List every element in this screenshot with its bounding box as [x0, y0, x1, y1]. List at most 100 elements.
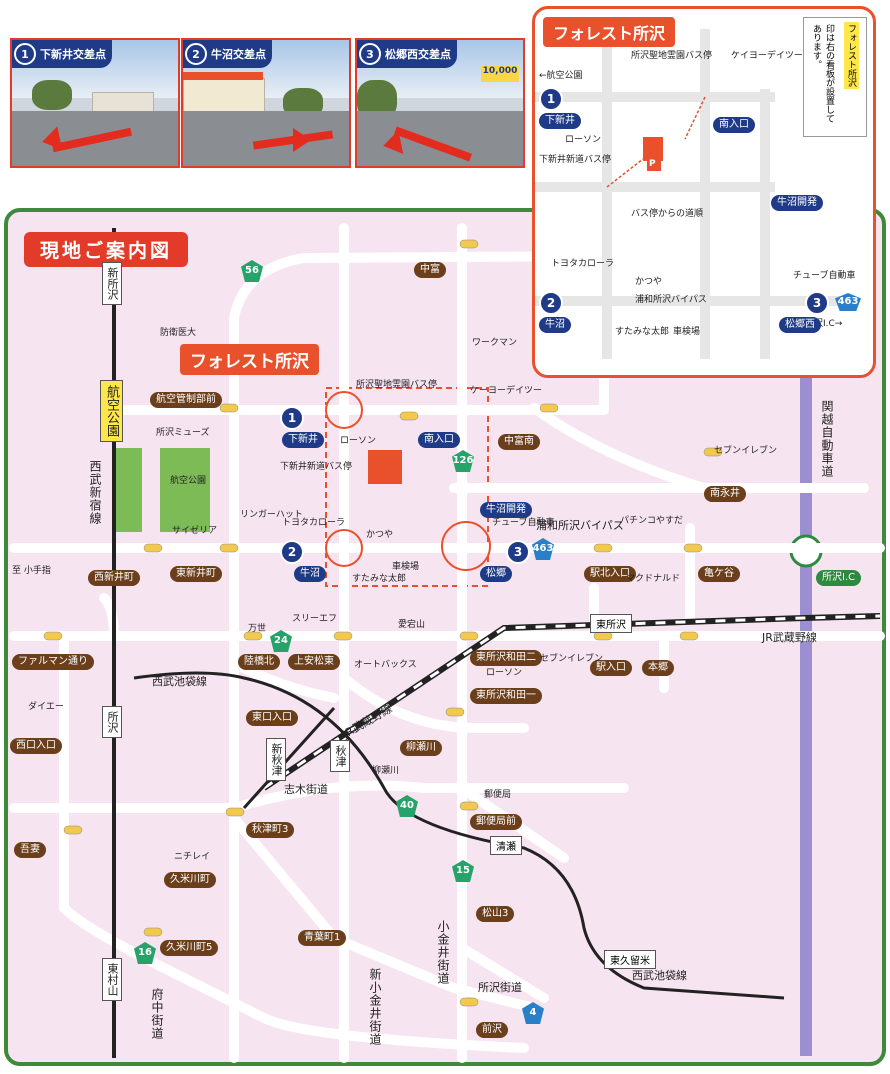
station-higashitokorozawa: 東所沢 [590, 614, 632, 633]
inset-to-park: ←航空公園 [539, 71, 583, 81]
station-tokorozawa: 所沢 [102, 706, 122, 738]
inset-bus-stop: 所沢聖地霊園バス停 [631, 51, 713, 61]
road-shinkoganei: 新小金井街道 [368, 968, 382, 1046]
inset-bypass: 浦和所沢バイパス [635, 295, 707, 305]
sign-board: フォレスト所沢 印は右の看板が設置してあります。 [803, 17, 867, 137]
road-tokorozawa-kaido: 所沢街道 [478, 981, 522, 994]
inset-route-note: バス停からの道順 [631, 209, 704, 219]
pl-busstop2: 下新井新道バス停 [280, 462, 353, 472]
int-matsugo: 松郷 [480, 566, 512, 582]
int-maezawa: 前沢 [476, 1022, 508, 1038]
pl-sutamina: すたみな太郎 [352, 574, 407, 584]
rail-seibu-shinjuku: 西武新宿線 [88, 460, 102, 525]
pl-yubinkyoku: 郵便局 [484, 790, 512, 800]
inset-to-ic: 所沢I.C→ [805, 319, 843, 329]
route-40: 40 [396, 795, 418, 817]
parking-marker: P [649, 159, 656, 169]
pl-muse: 所沢ミューズ [156, 428, 210, 438]
ic-label: 所沢I.C [816, 570, 862, 586]
pl-yanasegawa: 柳瀬川 [372, 766, 400, 776]
pl-kotesashi: 至 小手指 [12, 566, 51, 576]
num-1: 1 [280, 406, 304, 430]
pl-atagoyama: 愛宕山 [398, 620, 426, 630]
int-farman: ファルマン通り [12, 654, 94, 670]
area-map [4, 208, 886, 1066]
rail-jr-musashino: JR武蔵野線 [762, 631, 817, 644]
int-azuma: 吾妻 [14, 842, 46, 858]
int-minamiiriguchi: 南入口 [418, 432, 460, 448]
pl-nichirei: ニチレイ [174, 852, 211, 862]
rail-seibu-ikebukuro: 西武池袋線 [152, 675, 207, 688]
inset-map: フォレスト所沢 フォレスト所沢 印は右の看板が設置してあります。 所沢聖地霊園バ… [532, 6, 876, 378]
pl-saizeria: サイゼリア [172, 526, 218, 536]
pl-pachinko: パチンコやすだ [620, 516, 684, 526]
int-kumegawa5: 久米川町5 [160, 940, 219, 956]
map-title: 現地ご案内図 [24, 232, 189, 267]
int-yanasegawa: 柳瀬川 [400, 740, 442, 756]
sign-note: 印は右の看板が設置してあります。 [811, 24, 834, 123]
inset-sutamina: すたみな太郎 [615, 327, 670, 337]
station-kokukoen: 航空公園 [100, 380, 123, 442]
int-wada2: 東所沢和田二 [470, 650, 542, 666]
int-higashiaraicho: 東新井町 [170, 566, 222, 582]
station-shinakitsu: 新秋津 [266, 738, 286, 781]
inset-route-463: 463 [835, 293, 861, 311]
pl-lawson2: ローソン [486, 668, 523, 678]
pl-seven2: セブンイレブン [540, 654, 604, 664]
int-wada1: 東所沢和田一 [470, 688, 542, 704]
pl-busstop: 所沢聖地霊園バス停 [356, 380, 438, 390]
pl-workman: ワークマン [472, 338, 518, 348]
inset-num-3: 3 [805, 291, 829, 315]
pl-tube: チューブ自動車 [492, 518, 555, 528]
int-nishiguchi: 西口入口 [10, 738, 62, 754]
inset-tube: チューブ自動車 [793, 271, 856, 281]
int-minaminagai: 南永井 [704, 486, 746, 502]
pl-park: 航空公園 [170, 476, 207, 486]
pl-katsuya: かつや [366, 530, 394, 540]
int-nakatomi: 中富 [414, 262, 446, 278]
route-126: 126 [452, 450, 474, 472]
road-kanetsu: 関越自動車道 [820, 400, 834, 478]
route-24: 24 [270, 630, 292, 652]
pl-seven: セブンイレブン [714, 446, 778, 456]
int-ushinuma: 牛沼 [294, 566, 326, 582]
inset-toyota: トヨタカローラ [551, 259, 615, 269]
rail-seibu-ikebukuro-2: 西武池袋線 [632, 969, 687, 982]
int-aobacho1: 青葉町1 [298, 930, 347, 946]
route-15: 15 [452, 860, 474, 882]
inset-int-matsugonishi: 松郷西 [779, 317, 821, 333]
route-56: 56 [241, 260, 263, 282]
inset-shakenjo: 車検場 [673, 327, 701, 337]
station-shintokorozawa: 新所沢 [102, 262, 122, 305]
route-4: 4 [522, 1002, 544, 1024]
road-koganei: 小金井街道 [436, 920, 450, 985]
pl-toyota: トヨタカローラ [282, 518, 346, 528]
int-ushinumakaihatsu: 牛沼開発 [480, 502, 532, 518]
int-shimoarai: 下新井 [282, 432, 324, 448]
pl-daiei: ダイエー [28, 702, 64, 712]
num-3: 3 [506, 540, 530, 564]
road-bypass: 浦和所沢バイパス [536, 519, 624, 532]
pl-shakenjo: 車検場 [392, 562, 420, 572]
station-higashikurume: 東久留米 [604, 950, 656, 969]
pl-lawson: ローソン [340, 436, 377, 446]
station-higashimurayama: 東村山 [102, 958, 122, 1001]
int-nishiaraicho: 西新井町 [88, 570, 140, 586]
int-kumegawa: 久米川町 [164, 872, 216, 888]
int-ekiiriguchi: 駅入口 [590, 660, 632, 676]
int-kamiyasumatsu: 上安松東 [288, 654, 340, 670]
int-kamegaya: 亀ケ谷 [698, 566, 740, 582]
int-kokukanseibu: 航空管制部前 [150, 392, 222, 408]
road-fuchu: 府中街道 [150, 988, 164, 1040]
pl-threef: スリーエフ [292, 614, 338, 624]
pl-boeiidai: 防衛医大 [160, 328, 197, 338]
int-ekikitairiguchi: 駅北入口 [584, 566, 636, 582]
num-2: 2 [280, 540, 304, 564]
route-16: 16 [134, 942, 156, 964]
inset-bus-stop-2: 下新井新道バス停 [539, 155, 612, 165]
pl-ringer: リンガーハット [240, 510, 303, 520]
